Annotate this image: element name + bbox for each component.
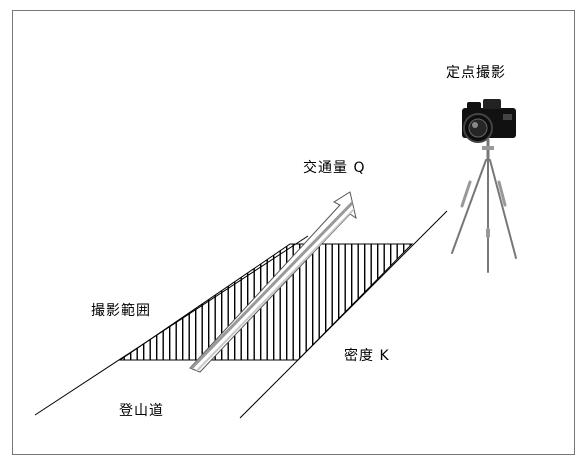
tripod-icon — [451, 138, 517, 273]
mountain-trail-label: 登山道 — [119, 403, 164, 419]
camera-icon — [462, 99, 516, 143]
trail-edge-right — [239, 210, 448, 419]
diagram-frame — [12, 10, 575, 455]
traffic-volume-label: 交通量 Q — [303, 160, 366, 176]
fixed-point-photo-label: 定点撮影 — [446, 65, 506, 81]
shooting-range-label: 撮影範囲 — [91, 303, 151, 319]
density-label: 密度 K — [344, 348, 390, 364]
traffic-arrow — [189, 191, 357, 373]
